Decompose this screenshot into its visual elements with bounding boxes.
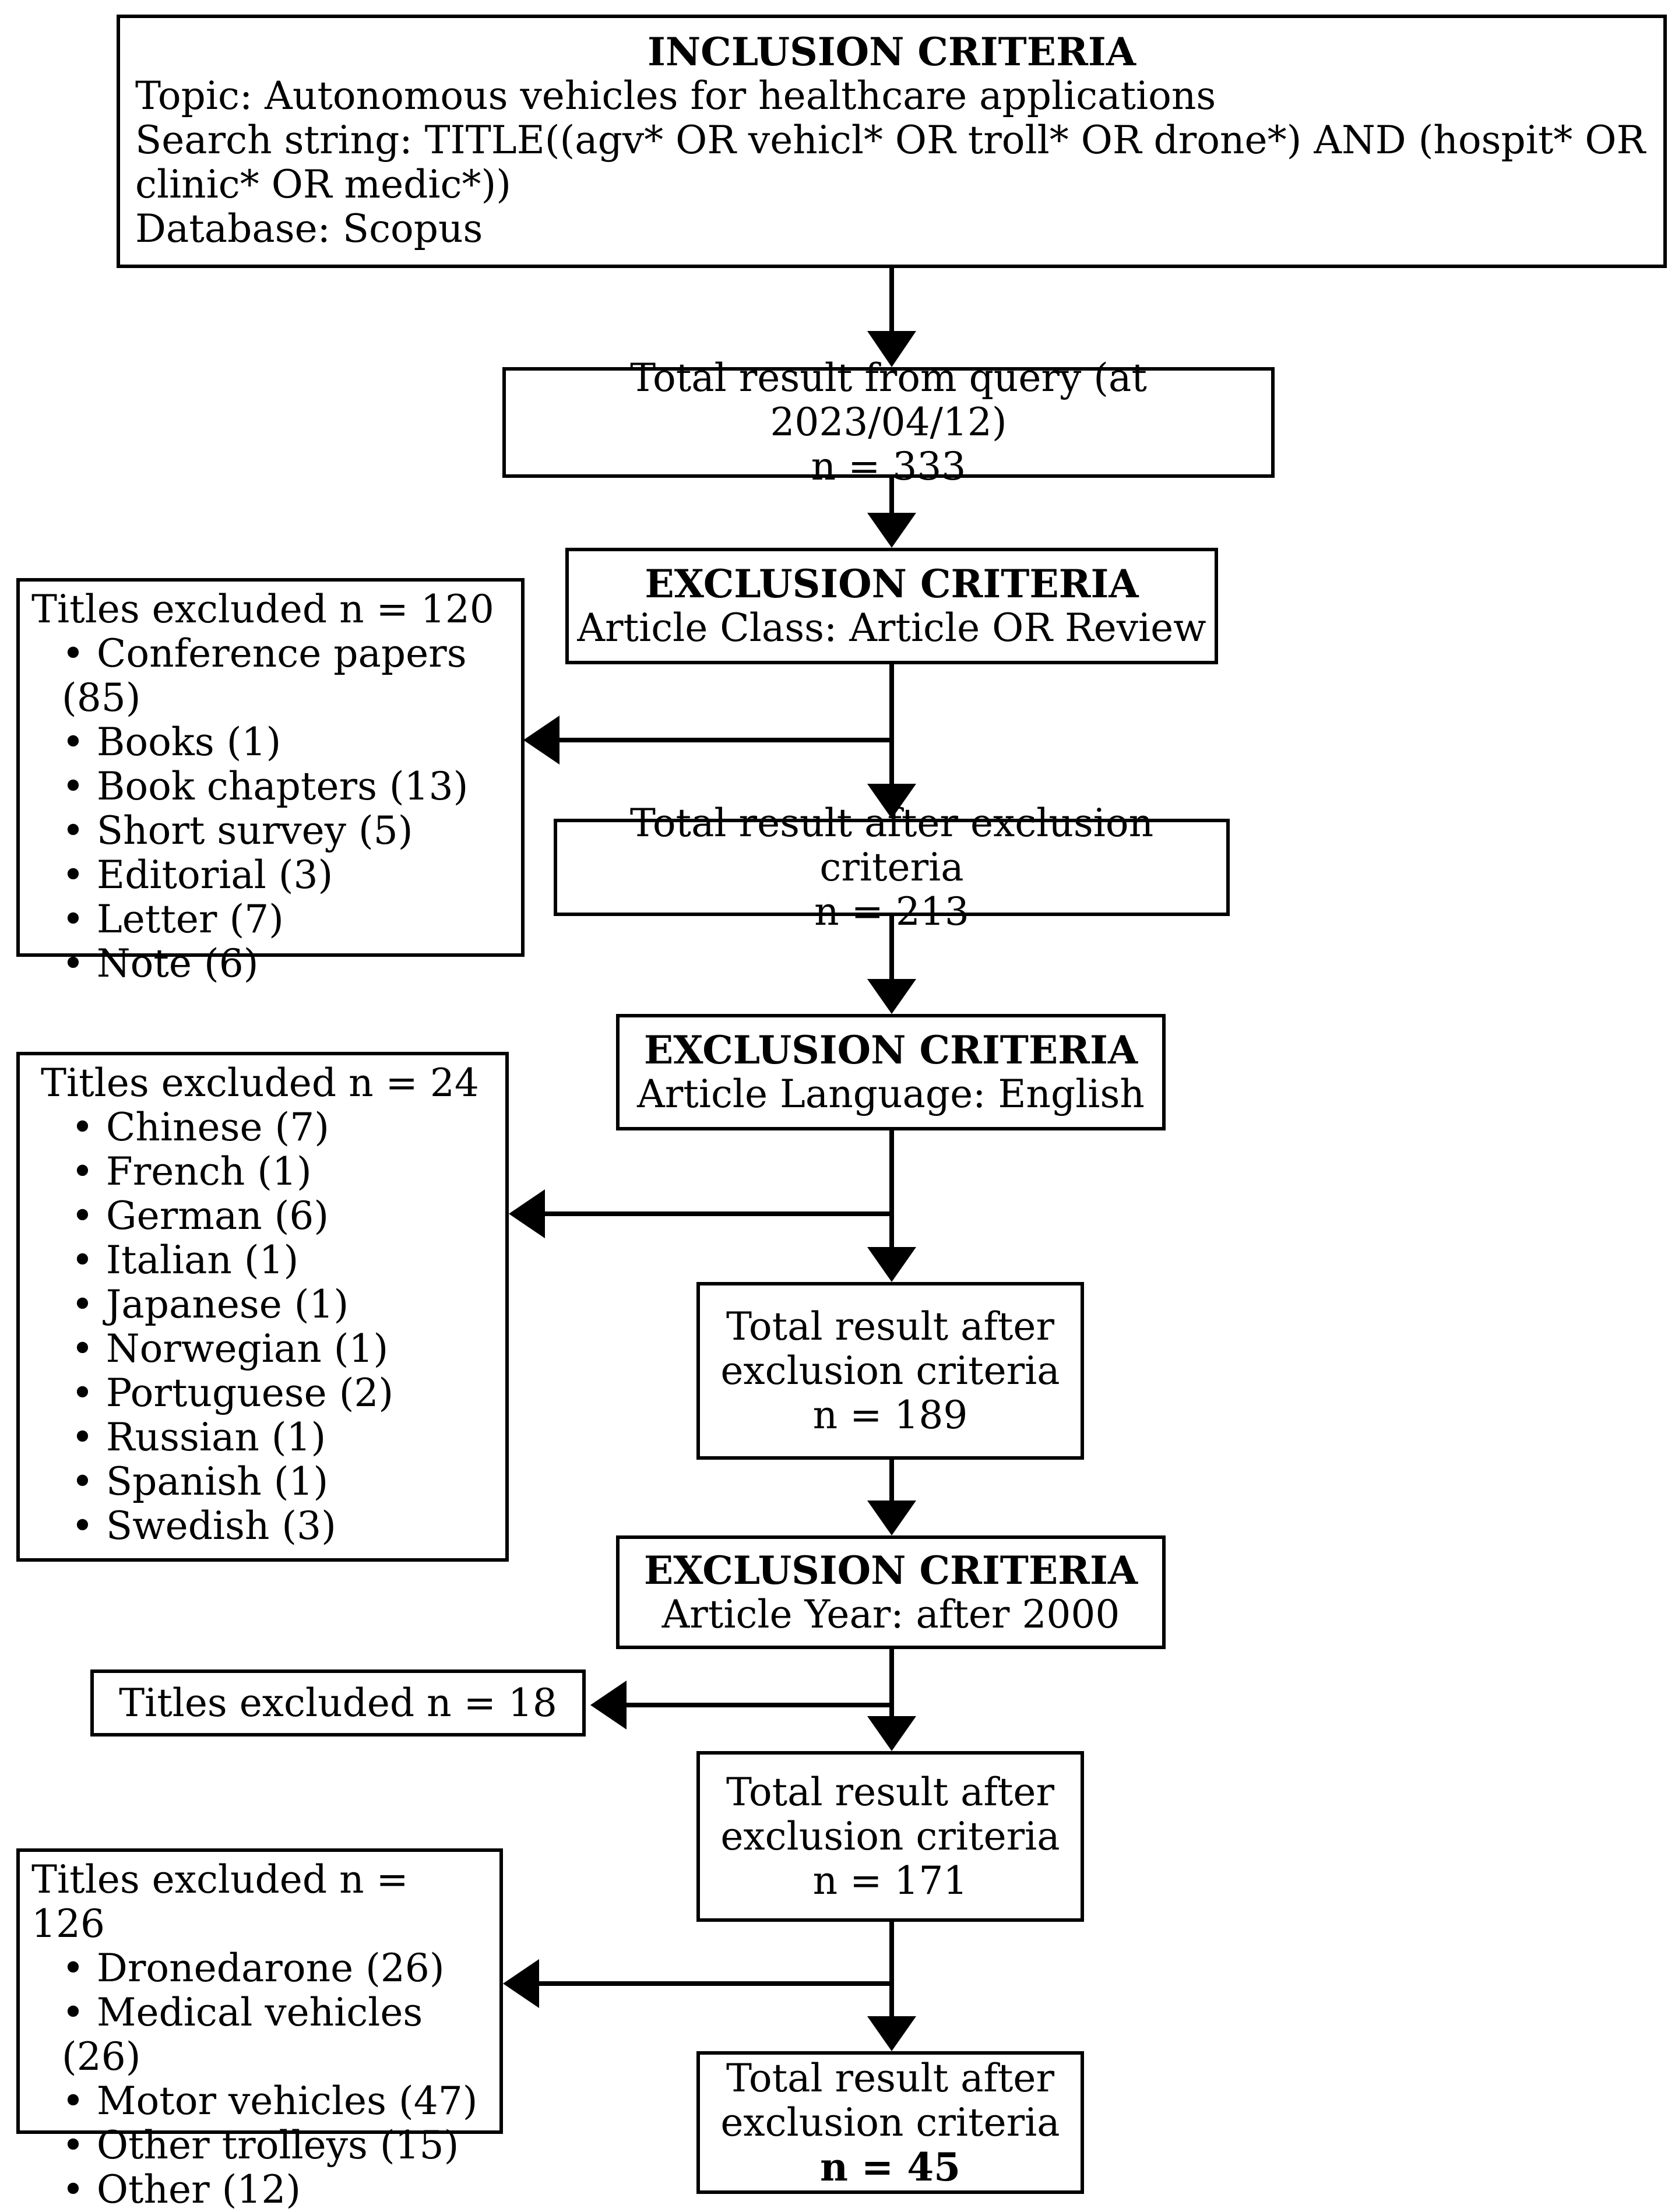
excluded-language-box: Titles excluded n = 24 Chinese (7) Frenc… — [16, 1052, 509, 1562]
result-after-class-count: n = 213 — [814, 889, 969, 934]
exclusion-language-rule: Article Language: English — [637, 1072, 1145, 1116]
list-item: Swedish (3) — [71, 1504, 484, 1548]
arrow-head — [867, 1247, 916, 1282]
inclusion-database: Database: Scopus — [135, 206, 483, 251]
list-item: Chinese (7) — [71, 1105, 484, 1150]
excluded-class-box: Titles excluded n = 120 Conference paper… — [16, 578, 525, 986]
query-result-line1: Total result from query (at 2023/04/12) — [630, 355, 1147, 445]
query-result-box: Total result from query (at 2023/04/12) … — [502, 356, 1275, 489]
arrow-head — [509, 1189, 545, 1238]
list-item: Conference papers (85) — [62, 632, 509, 720]
list-item: Note (6) — [62, 942, 509, 986]
inclusion-title: INCLUSION CRITERIA — [647, 29, 1136, 75]
arrow-head — [867, 2016, 916, 2051]
excluded-language-header: Titles excluded n = 24 — [41, 1061, 479, 1105]
exclusion-year-rule: Article Year: after 2000 — [661, 1591, 1120, 1637]
arrow-head — [503, 1959, 539, 2008]
list-item: Books (1) — [62, 720, 509, 765]
exclusion-class-title: EXCLUSION CRITERIA — [645, 561, 1139, 607]
exclusion-year-title: EXCLUSION CRITERIA — [643, 1547, 1138, 1593]
excluded-topic-header: Titles excluded n = 126 — [31, 1857, 409, 1946]
list-item: Japanese (1) — [71, 1283, 484, 1327]
arrow-head — [523, 716, 559, 765]
final-result-count: n = 45 — [819, 2144, 961, 2190]
excluded-topic-box: Titles excluded n = 126 Dronedarone (26)… — [16, 1848, 503, 2212]
list-item: Short survey (5) — [62, 809, 509, 853]
exclusion-language-box: EXCLUSION CRITERIA Article Language: Eng… — [616, 1014, 1166, 1130]
list-item: Italian (1) — [71, 1238, 484, 1283]
arrow-head — [867, 513, 916, 548]
list-item: Portuguese (2) — [71, 1371, 484, 1415]
result-after-language-box: Total result after exclusion criteria n … — [696, 1282, 1084, 1460]
list-item: Editorial (3) — [62, 853, 509, 897]
list-item: Other trolleys (15) — [62, 2123, 488, 2168]
final-result-line1: Total result after — [726, 2055, 1055, 2101]
result-after-year-count: n = 171 — [812, 1858, 968, 1903]
excluded-year-header: Titles excluded n = 18 — [119, 1680, 557, 1725]
list-item: Russian (1) — [71, 1415, 484, 1460]
arrow-head — [867, 331, 916, 367]
list-item: Other (12) — [62, 2168, 488, 2212]
exclusion-class-rule: Article Class: Article OR Review — [577, 605, 1206, 650]
excluded-language-list: Chinese (7) French (1) German (6) Italia… — [41, 1105, 484, 1548]
final-result-line2: exclusion criteria — [720, 2100, 1060, 2145]
arrow-head — [867, 784, 916, 819]
arrow-head — [867, 1501, 916, 1535]
list-item: German (6) — [71, 1194, 484, 1238]
list-item: French (1) — [71, 1150, 484, 1194]
result-after-language-line2: exclusion criteria — [720, 1348, 1060, 1393]
final-result-box: Total result after exclusion criteria n … — [696, 2051, 1084, 2194]
list-item: Letter (7) — [62, 897, 509, 942]
result-after-year-line2: exclusion criteria — [720, 1813, 1060, 1859]
result-after-class-line1: Total result after exclusion criteria — [629, 800, 1154, 890]
result-after-year-line1: Total result after — [726, 1769, 1055, 1815]
list-item: Book chapters (13) — [62, 765, 509, 809]
excluded-class-header: Titles excluded n = 120 — [31, 587, 494, 632]
exclusion-class-box: EXCLUSION CRITERIA Article Class: Articl… — [565, 548, 1218, 664]
inclusion-criteria-box: INCLUSION CRITERIA Topic: Autonomous veh… — [117, 15, 1667, 268]
query-result-count: n = 333 — [811, 444, 966, 489]
list-item: Spanish (1) — [71, 1460, 484, 1504]
list-item: Medical vehicles (26) — [62, 1991, 488, 2079]
exclusion-year-box: EXCLUSION CRITERIA Article Year: after 2… — [616, 1535, 1166, 1649]
inclusion-topic: Topic: Autonomous vehicles for healthcar… — [135, 73, 1216, 118]
list-item: Norwegian (1) — [71, 1327, 484, 1371]
list-item: Dronedarone (26) — [62, 1946, 488, 1991]
excluded-year-box: Titles excluded n = 18 — [90, 1669, 586, 1737]
result-after-language-count: n = 189 — [812, 1392, 968, 1438]
exclusion-language-title: EXCLUSION CRITERIA — [643, 1027, 1138, 1073]
arrow-head — [867, 979, 916, 1014]
arrow-head — [590, 1681, 627, 1730]
result-after-class-box: Total result after exclusion criteria n … — [554, 801, 1230, 934]
excluded-topic-list: Dronedarone (26) Medical vehicles (26) M… — [31, 1946, 488, 2212]
list-item: Motor vehicles (47) — [62, 2079, 488, 2123]
inclusion-search-string: Search string: TITLE((agv* OR vehicl* OR… — [135, 118, 1646, 207]
result-after-language-line1: Total result after — [726, 1304, 1055, 1349]
arrow-head — [867, 1716, 916, 1751]
excluded-class-list: Conference papers (85) Books (1) Book ch… — [31, 632, 509, 986]
result-after-year-box: Total result after exclusion criteria n … — [696, 1751, 1084, 1922]
